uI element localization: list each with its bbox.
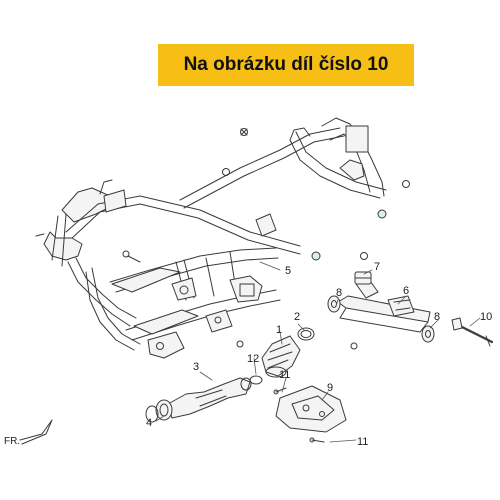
callout-5: 5: [285, 265, 291, 277]
callout-7: 7: [374, 261, 380, 273]
callout-8b: 8: [434, 311, 440, 323]
callout-labels: 1 2 3 4 5 6 7 8 8 9 10 11 11 12: [146, 261, 492, 448]
small-clamp-12: [249, 375, 263, 385]
cover-plate-9: [275, 385, 347, 433]
leader-lines: [155, 261, 481, 443]
front-direction-indicator: FR.: [4, 419, 53, 447]
frame-fasteners: [122, 128, 410, 350]
callout-12: 12: [247, 353, 259, 365]
callout-3: 3: [193, 361, 199, 373]
callout-10: 10: [480, 311, 492, 323]
bushing-8-right: [421, 325, 435, 343]
callout-8a: 8: [336, 287, 342, 299]
air-duct-hose-1: [261, 335, 301, 378]
engine-hanger-bracket: [337, 277, 431, 333]
callout-2: 2: [294, 311, 300, 323]
callout-1: 1: [276, 324, 282, 336]
hose-clamp-2: [297, 327, 315, 341]
callout-11b: 11: [357, 436, 368, 448]
main-frame: [35, 117, 387, 359]
long-bolt-10: [451, 317, 494, 347]
part-number-banner: Na obrázku díl číslo 10: [158, 44, 414, 86]
pipe-clamp-4: [145, 399, 173, 423]
callout-6: 6: [403, 285, 409, 297]
callout-4: 4: [146, 417, 152, 429]
rubber-bush-7: [354, 271, 372, 285]
callout-11a: 11: [279, 369, 290, 381]
intake-pipe-3: [167, 377, 252, 419]
callout-9: 9: [327, 382, 333, 394]
banner-text: Na obrázku díl číslo 10: [183, 54, 389, 75]
front-label: FR.: [4, 436, 20, 447]
screws-11: [273, 387, 325, 443]
